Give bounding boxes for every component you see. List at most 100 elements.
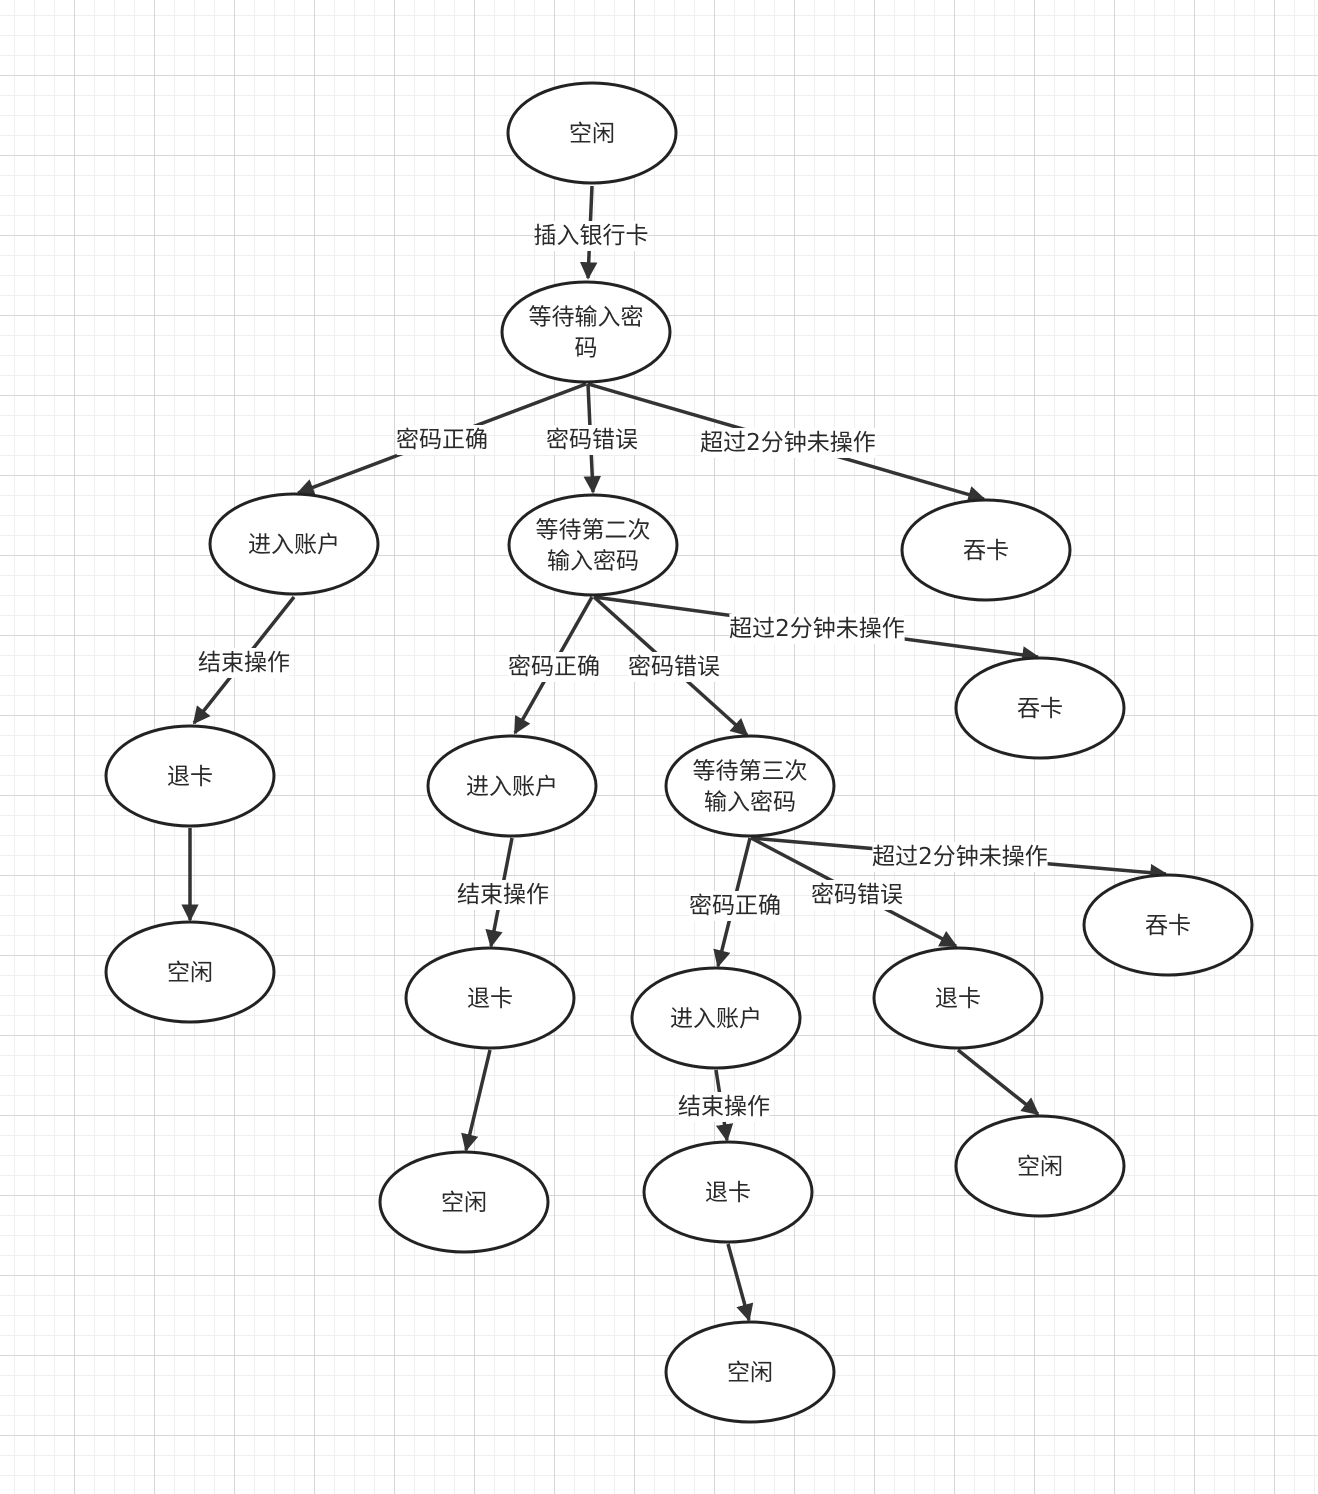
edge-label: 结束操作 bbox=[198, 648, 290, 678]
node-ellipse bbox=[507, 493, 679, 597]
node-eject-2: 退卡 bbox=[404, 946, 576, 1050]
node-eject-4: 退卡 bbox=[872, 946, 1044, 1050]
edge-label-background bbox=[700, 428, 876, 458]
node-ellipse bbox=[104, 920, 276, 1024]
edge-label: 结束操作 bbox=[457, 880, 549, 910]
edge-label-text: 密码错误 bbox=[811, 882, 903, 908]
node-label: 退卡 bbox=[705, 1180, 751, 1206]
edge-label: 密码错误 bbox=[546, 425, 638, 455]
edge-label-background bbox=[872, 842, 1048, 872]
edge-label-background bbox=[811, 880, 903, 910]
edge-label: 插入银行卡 bbox=[534, 221, 649, 251]
edge-label-background bbox=[396, 425, 488, 455]
node-label: 退卡 bbox=[467, 986, 513, 1012]
edge-label: 密码错误 bbox=[811, 880, 903, 910]
node-label: 空闲 bbox=[727, 1360, 773, 1386]
node-label: 空闲 bbox=[441, 1190, 487, 1216]
node-ellipse bbox=[872, 946, 1044, 1050]
edge-label-background bbox=[689, 891, 781, 921]
edge-label-text: 密码错误 bbox=[628, 654, 720, 680]
node-label: 退卡 bbox=[167, 764, 213, 790]
edge-label: 结束操作 bbox=[678, 1092, 770, 1122]
node-swallow-1: 吞卡 bbox=[900, 498, 1072, 602]
node-ellipse bbox=[664, 1320, 836, 1424]
node-label: 吞卡 bbox=[1145, 913, 1191, 939]
edge-arrow bbox=[461, 1049, 492, 1152]
edge-label-background bbox=[729, 614, 905, 644]
node-wait-pw-3: 等待第三次输入密码 bbox=[664, 734, 836, 838]
node-label: 等待第三次输入密码 bbox=[693, 759, 808, 816]
edge-label-text: 密码错误 bbox=[546, 427, 638, 453]
edge-eject_4-to-idle_4 bbox=[956, 1048, 1040, 1116]
edge-label: 超过2分钟未操作 bbox=[700, 428, 876, 458]
edge-label-background bbox=[508, 652, 600, 682]
node-swallow-3: 吞卡 bbox=[1082, 873, 1254, 977]
node-account-3: 进入账户 bbox=[630, 966, 802, 1070]
edge-label-text: 超过2分钟未操作 bbox=[872, 844, 1048, 870]
node-account-1: 进入账户 bbox=[208, 492, 380, 596]
node-ellipse bbox=[954, 1114, 1126, 1218]
node-label: 等待第二次输入密码 bbox=[536, 518, 651, 575]
node-ellipse bbox=[404, 946, 576, 1050]
node-ellipse bbox=[642, 1140, 814, 1244]
edge-label-text: 超过2分钟未操作 bbox=[700, 430, 876, 456]
edge-label-background bbox=[546, 425, 638, 455]
edge-label: 密码正确 bbox=[396, 425, 488, 455]
edge-label-background bbox=[535, 221, 647, 251]
node-ellipse bbox=[104, 724, 276, 828]
edge-label: 密码正确 bbox=[508, 652, 600, 682]
edge-label-background bbox=[198, 648, 290, 678]
edge-label: 超过2分钟未操作 bbox=[872, 842, 1048, 872]
node-label: 空闲 bbox=[1017, 1154, 1063, 1180]
edge-label-text: 密码正确 bbox=[396, 427, 488, 453]
node-eject-1: 退卡 bbox=[104, 724, 276, 828]
node-ellipse bbox=[506, 81, 678, 185]
edge-label-background bbox=[457, 880, 549, 910]
node-swallow-2: 吞卡 bbox=[954, 656, 1126, 760]
node-ellipse bbox=[630, 966, 802, 1070]
edge-label-text: 超过2分钟未操作 bbox=[729, 616, 905, 642]
edges-layer: 插入银行卡密码正确密码错误超过2分钟未操作结束操作密码正确密码错误超过2分钟未操… bbox=[181, 185, 1168, 1322]
node-ellipse bbox=[426, 734, 598, 838]
edge-label: 密码正确 bbox=[689, 891, 781, 921]
edge-label: 密码错误 bbox=[628, 652, 720, 682]
edge-eject_3-to-idle_3 bbox=[726, 1243, 754, 1322]
node-ellipse bbox=[208, 492, 380, 596]
edge-label-text: 结束操作 bbox=[198, 650, 290, 676]
node-ellipse bbox=[500, 280, 672, 384]
node-idle-2: 空闲 bbox=[378, 1150, 550, 1254]
node-account-2: 进入账户 bbox=[426, 734, 598, 838]
node-label: 吞卡 bbox=[963, 538, 1009, 564]
node-wait-pw-2: 等待第二次输入密码 bbox=[507, 493, 679, 597]
node-label: 进入账户 bbox=[248, 532, 340, 558]
node-ellipse bbox=[1082, 873, 1254, 977]
edge-eject_2-to-idle_2 bbox=[461, 1049, 492, 1152]
node-eject-3: 退卡 bbox=[642, 1140, 814, 1244]
edge-label-text: 结束操作 bbox=[457, 882, 549, 908]
nodes-layer: 空闲等待输入密码进入账户等待第二次输入密码吞卡退卡空闲进入账户等待第三次输入密码… bbox=[104, 81, 1254, 1424]
node-ellipse bbox=[954, 656, 1126, 760]
edge-label-text: 密码正确 bbox=[508, 654, 600, 680]
edge-label-text: 密码正确 bbox=[689, 893, 781, 919]
node-idle-top: 空闲 bbox=[506, 81, 678, 185]
node-idle-3: 空闲 bbox=[664, 1320, 836, 1424]
node-label: 空闲 bbox=[569, 121, 615, 147]
edge-label-background bbox=[678, 1092, 770, 1122]
edge-arrow bbox=[956, 1048, 1040, 1116]
edge-arrow bbox=[726, 1243, 754, 1322]
node-label: 吞卡 bbox=[1017, 696, 1063, 722]
node-idle-4: 空闲 bbox=[954, 1114, 1126, 1218]
node-wait-pw: 等待输入密码 bbox=[500, 280, 672, 384]
edge-label-background bbox=[628, 652, 720, 682]
node-ellipse bbox=[900, 498, 1072, 602]
node-label: 等待输入密码 bbox=[529, 305, 644, 362]
node-ellipse bbox=[664, 734, 836, 838]
node-label: 退卡 bbox=[935, 986, 981, 1012]
edge-label-text: 插入银行卡 bbox=[534, 223, 649, 249]
node-ellipse bbox=[378, 1150, 550, 1254]
node-idle-1: 空闲 bbox=[104, 920, 276, 1024]
edge-label: 超过2分钟未操作 bbox=[729, 614, 905, 644]
edge-label-text: 结束操作 bbox=[678, 1094, 770, 1120]
node-label: 空闲 bbox=[167, 960, 213, 986]
